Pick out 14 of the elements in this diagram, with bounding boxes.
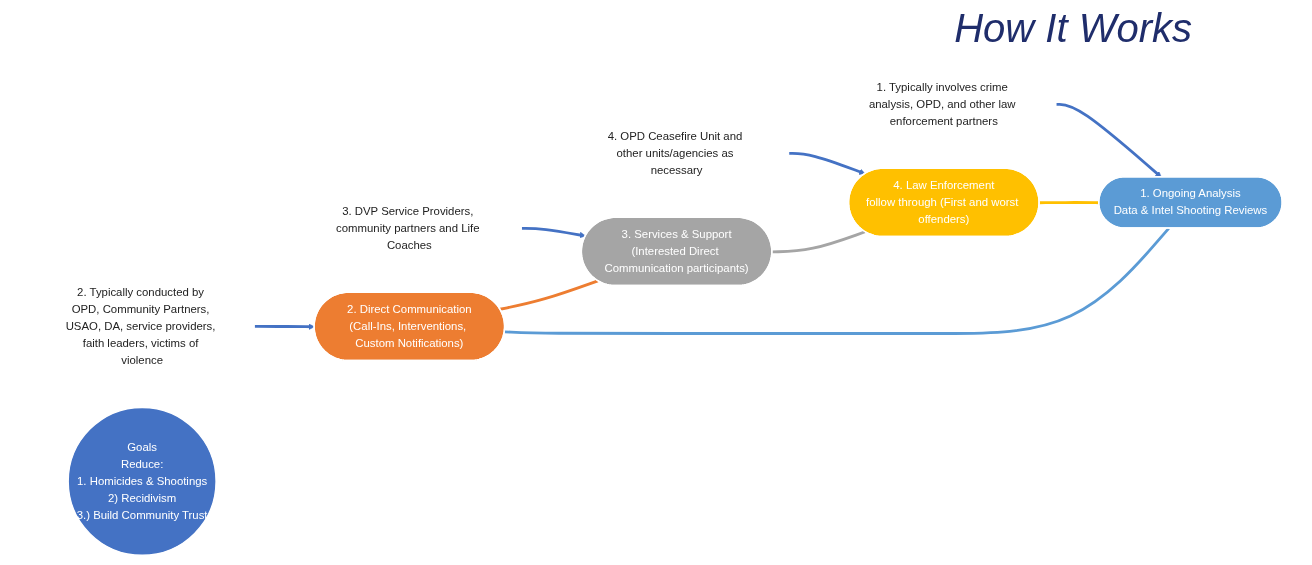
node-circle: Goals Reduce: 1. Homicides & Shootings 2) Recidivism 3.) Build Community Trust xyxy=(67,406,217,556)
node-text: 4. OPD Ceasefire Unit and other units/agencies as necessary xyxy=(607,129,743,177)
node-text: 3. DVP Service Providers, community partners and Life Coaches xyxy=(336,204,480,252)
connector xyxy=(1039,201,1100,205)
connector xyxy=(499,279,599,311)
arrow xyxy=(788,151,866,175)
node-text: 2. Typically conducted by OPD, Community Partners, USAO, DA, service providers, faith leaders, victims of violence xyxy=(65,285,216,367)
arrow xyxy=(521,226,586,239)
diagram-title: How It Works xyxy=(954,6,1192,51)
connector xyxy=(772,230,866,254)
node-text: 1. Typically involves crime analysis, OPD, and other law enforcement partners xyxy=(868,80,1016,128)
arrow xyxy=(254,323,315,330)
arrow xyxy=(1056,102,1162,178)
connector xyxy=(504,227,1170,335)
